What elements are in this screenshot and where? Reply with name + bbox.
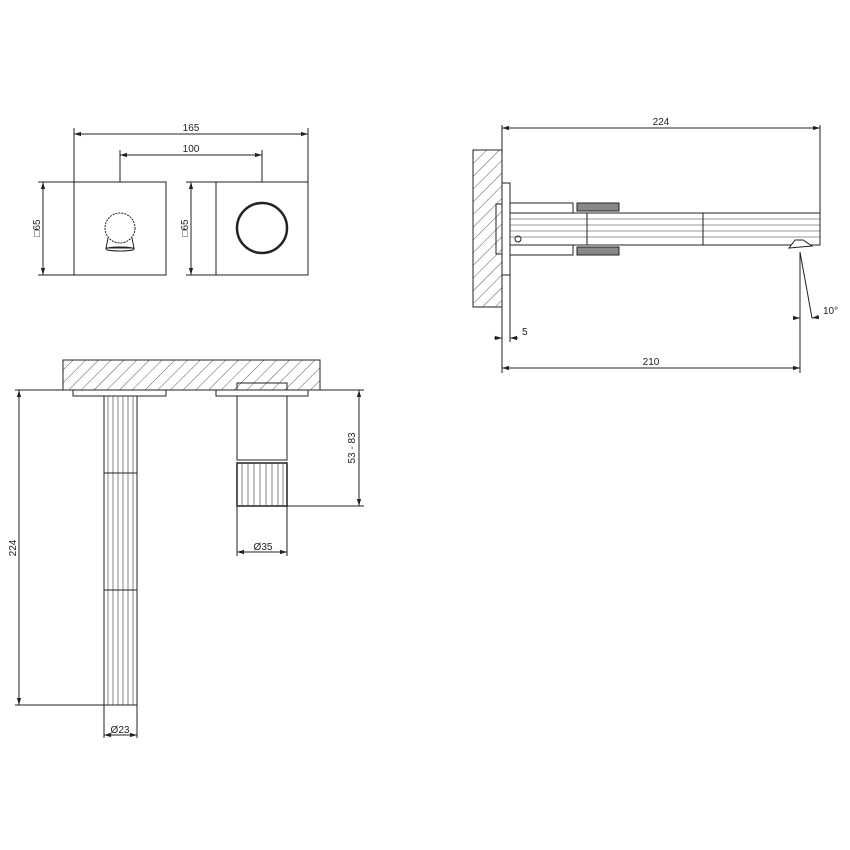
spout-top — [103, 395, 138, 706]
dim-spout-diameter: Ø23 — [111, 725, 130, 736]
dim-spray-angle: 10° — [823, 306, 838, 317]
right-plate — [215, 181, 309, 276]
wall-section — [472, 149, 503, 308]
left-plate — [73, 181, 167, 276]
collar — [576, 202, 620, 212]
spray-line — [799, 251, 813, 319]
aerator — [787, 239, 814, 249]
dim-right-plate: □65 — [180, 219, 191, 237]
handle-knurl — [236, 462, 288, 507]
wall-plate — [501, 182, 511, 276]
dim-plate-thickness: 5 — [522, 327, 528, 338]
handle-body — [236, 395, 288, 461]
dim-centre-distance: 100 — [183, 144, 200, 155]
spout-side — [509, 212, 821, 246]
spout-flange — [72, 389, 167, 397]
side-view: 224 5 10° 210 — [472, 117, 838, 373]
dim-left-plate: □65 — [32, 219, 43, 237]
dim-projection: 224 — [653, 117, 670, 128]
dim-handle-diameter: Ø35 — [254, 542, 273, 553]
dim-handle-depth: 53 - 83 — [347, 432, 358, 464]
wall-section-top — [62, 359, 321, 391]
diverter-knob — [104, 212, 136, 244]
front-view: 165 100 □65 □65 — [32, 123, 309, 276]
diverter-base — [105, 237, 135, 249]
sleeve — [586, 212, 704, 246]
dim-spout-length: 224 — [8, 539, 19, 556]
dim-outlet-distance: 210 — [643, 357, 660, 368]
dim-overall-width: 165 — [183, 123, 200, 134]
top-view: 224 Ø23 53 - 83 Ø35 — [8, 359, 364, 738]
handle-knob — [235, 201, 289, 255]
handle-flange — [215, 389, 309, 397]
